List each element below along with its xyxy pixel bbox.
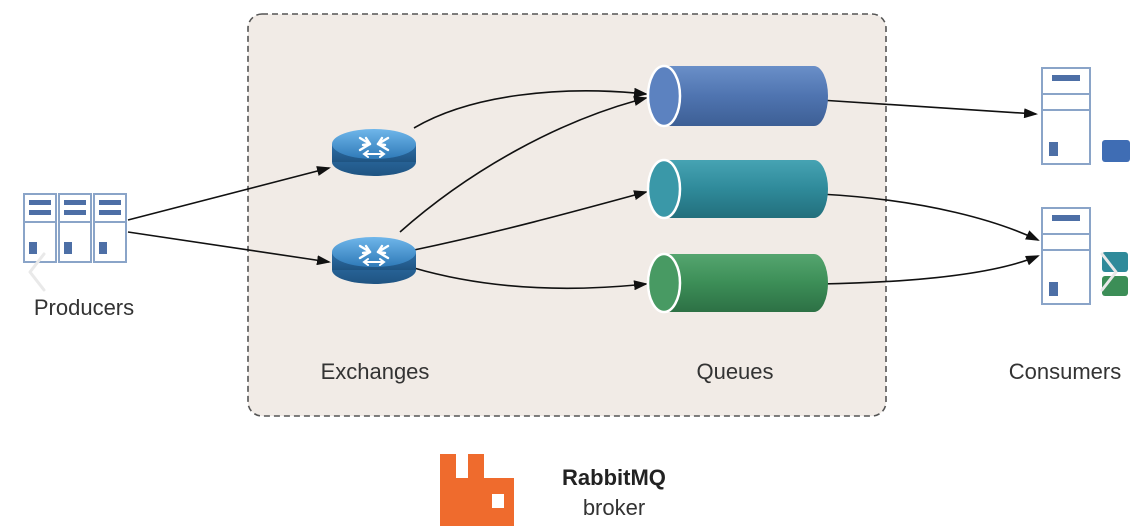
edge-exchange2-queue3 bbox=[413, 267, 648, 291]
brand-subtitle: broker bbox=[583, 495, 645, 520]
brand-name: RabbitMQ bbox=[562, 465, 666, 490]
next-arrow-icon[interactable] bbox=[1100, 252, 1118, 292]
rabbitmq-logo-icon bbox=[440, 454, 514, 526]
edge-exchange1-queue1 bbox=[413, 87, 648, 129]
consumers-label: Consumers bbox=[1009, 359, 1121, 384]
edge-queue1-consumer1 bbox=[819, 99, 1038, 119]
previous-arrow-icon[interactable] bbox=[28, 252, 46, 292]
edge-producers-exchange1 bbox=[127, 166, 331, 221]
queue-cylinder-icon bbox=[646, 158, 828, 220]
consumer-server-icon bbox=[1041, 207, 1091, 305]
queue-cylinder-icon bbox=[646, 252, 828, 314]
consumer-badge-icon bbox=[1102, 140, 1130, 162]
edge-queue2-consumer2 bbox=[819, 193, 1040, 241]
queues-label: Queues bbox=[696, 359, 773, 384]
exchanges-label: Exchanges bbox=[321, 359, 430, 384]
consumer-badge-icon bbox=[1102, 252, 1128, 272]
edge-producers-exchange2 bbox=[127, 231, 331, 266]
edge-exchange2-queue1 bbox=[399, 96, 648, 233]
edge-queue3-consumer2 bbox=[819, 255, 1040, 285]
queue-cylinder-icon bbox=[646, 64, 828, 128]
consumer-server-icon bbox=[1041, 67, 1091, 165]
producers-server-rack-icon bbox=[23, 193, 127, 263]
exchange-router-icon bbox=[332, 237, 416, 284]
exchange-router-icon bbox=[332, 129, 416, 176]
edge-exchange2-queue2 bbox=[413, 190, 648, 251]
producers-label: Producers bbox=[34, 295, 134, 320]
